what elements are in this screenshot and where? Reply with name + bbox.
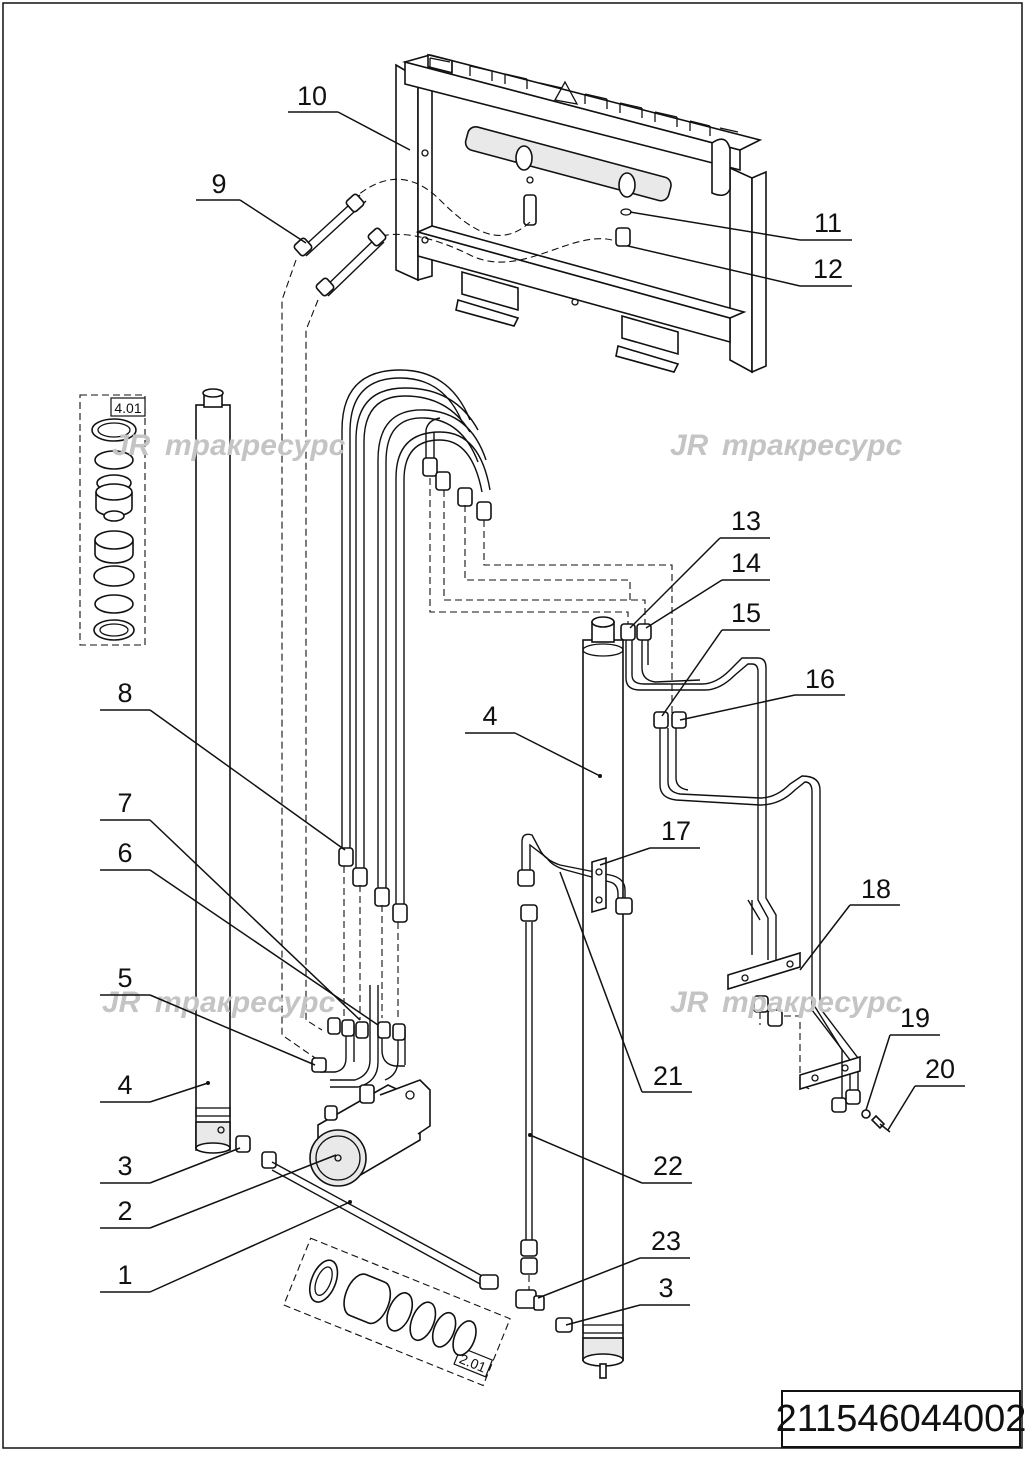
svg-text:тракресурс: тракресурс (155, 986, 336, 1019)
fork-carriage (395, 53, 767, 374)
callouts: 10 9 11 12 13 14 15 16 8 4 (100, 81, 965, 1326)
callout-18: 18 (861, 874, 891, 904)
callout-17: 17 (661, 816, 691, 846)
tube-set-right (620, 623, 891, 1133)
watermark-1: JR тракресурс (112, 429, 346, 462)
lift-cylinder-right (582, 616, 624, 1379)
watermark-4: JR тракресурс (670, 986, 903, 1019)
svg-text:JR: JR (112, 429, 151, 462)
callout-10: 10 (297, 81, 327, 111)
callout-3-left: 3 (117, 1151, 132, 1181)
hose-9 (293, 193, 387, 297)
seal-kit-a-label: 4.01 (114, 400, 141, 416)
hose-22 (520, 904, 538, 1290)
callout-15: 15 (731, 598, 761, 628)
callout-12: 12 (813, 254, 843, 284)
callout-1: 1 (117, 1260, 132, 1290)
lift-cylinder-left (195, 388, 231, 1154)
watermark-3: JR тракресурс (102, 986, 336, 1019)
seal-kit-4-01: 4.01 (79, 394, 146, 646)
svg-text:тракресурс: тракресурс (722, 986, 903, 1019)
hose-1 (235, 1135, 573, 1333)
svg-text:JR: JR (670, 986, 709, 1019)
watermark-2: JR тракресурс (670, 429, 903, 462)
svg-text:тракресурс: тракресурс (165, 429, 346, 462)
callout-19: 19 (900, 1003, 930, 1033)
valve-block-2 (309, 1079, 431, 1187)
svg-text:JR: JR (102, 986, 141, 1019)
callout-20: 20 (925, 1054, 955, 1084)
callout-3-right: 3 (658, 1273, 673, 1303)
seal-kit-2-01: 2.01 (283, 1237, 511, 1387)
callout-13: 13 (731, 506, 761, 536)
callout-11: 11 (814, 208, 842, 238)
drawing-number: 211546044002 (776, 1390, 1026, 1448)
callout-4-right: 4 (482, 701, 497, 731)
callout-5: 5 (117, 963, 132, 993)
callout-22: 22 (653, 1151, 683, 1181)
callout-23: 23 (651, 1226, 681, 1256)
callout-9: 9 (211, 169, 226, 199)
svg-text:тракресурс: тракресурс (722, 429, 903, 462)
callout-21: 21 (653, 1061, 683, 1091)
callout-2: 2 (117, 1196, 132, 1226)
pipe-21 (517, 833, 633, 915)
svg-text:JR: JR (670, 429, 709, 462)
callout-6: 6 (117, 838, 132, 868)
callout-16: 16 (805, 664, 835, 694)
manifold-pipes (311, 985, 406, 1088)
hose-bundle-8 (338, 369, 492, 923)
callout-14: 14 (731, 548, 761, 578)
callout-4-left: 4 (117, 1070, 132, 1100)
callout-7: 7 (117, 788, 132, 818)
callout-8: 8 (117, 678, 132, 708)
